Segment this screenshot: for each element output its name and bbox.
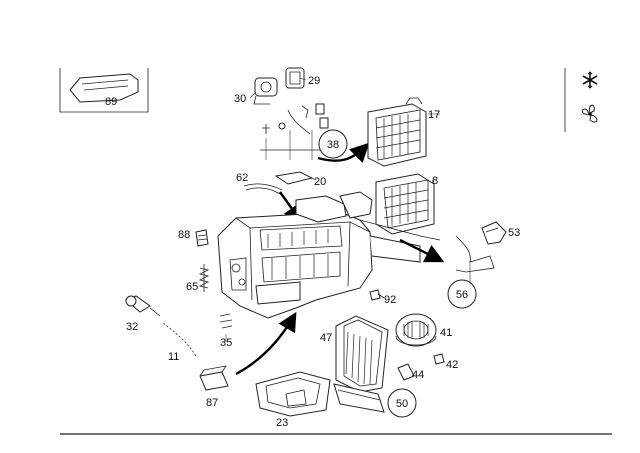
callout-50: 50 [396, 398, 408, 410]
part-8-housing [375, 173, 435, 235]
callout-44: 44 [412, 369, 424, 381]
callout-87: 87 [206, 397, 218, 409]
side-icon-panel [564, 68, 598, 132]
part-53-sensor [481, 221, 507, 245]
callout-41: 41 [440, 327, 452, 339]
arrow-87-to-housing [235, 311, 297, 376]
callout-23: 23 [276, 417, 288, 429]
callout-17: 17 [428, 109, 440, 121]
part-88-clip [195, 229, 209, 247]
callout-8: 8 [432, 175, 438, 187]
callout-32: 32 [126, 321, 138, 333]
callout-53: 53 [508, 227, 520, 239]
inset-part-89: 89 [59, 68, 149, 113]
callout-88: 88 [178, 229, 190, 241]
part-65-spring [198, 264, 210, 292]
callout-11: 11 [168, 351, 179, 363]
callout-92: 92 [384, 294, 396, 306]
callout-20: 20 [314, 176, 326, 188]
callout-35: 35 [220, 337, 232, 349]
part-11-hose [161, 321, 197, 357]
callout-65: 65 [186, 281, 198, 293]
label-89: 89 [105, 96, 117, 108]
callout-circle-56: 56 [447, 279, 477, 309]
callout-38: 38 [327, 139, 339, 151]
part-47-filter [335, 315, 389, 393]
fan-icon [581, 104, 598, 123]
part-35-clips [219, 313, 233, 342]
part-32-sensor [125, 295, 161, 317]
part-56-wire [455, 235, 495, 282]
part-92-screw [369, 289, 385, 301]
callout-56: 56 [456, 289, 468, 301]
part-87-module [199, 365, 229, 391]
part-20-seal [274, 171, 317, 185]
part-44-clip [397, 363, 415, 381]
part-42-screw [433, 353, 445, 365]
callout-circle-50: 50 [387, 388, 417, 418]
callout-42: 42 [446, 359, 458, 371]
snowflake-icon [582, 71, 598, 89]
arrow-38-to-17 [317, 142, 370, 163]
part-41-blower [395, 313, 437, 347]
main-hvac-housing [217, 191, 445, 319]
actuator-30 [249, 77, 278, 105]
callout-62: 62 [236, 172, 248, 184]
callout-circle-38: 38 [318, 129, 348, 159]
part-23-tray [255, 371, 331, 417]
callout-47: 47 [320, 332, 332, 344]
part-50-flap [333, 383, 385, 413]
actuator-29 [285, 67, 307, 89]
part-17-housing [367, 97, 440, 167]
callout-29: 29 [308, 75, 320, 87]
callout-30: 30 [234, 93, 246, 105]
